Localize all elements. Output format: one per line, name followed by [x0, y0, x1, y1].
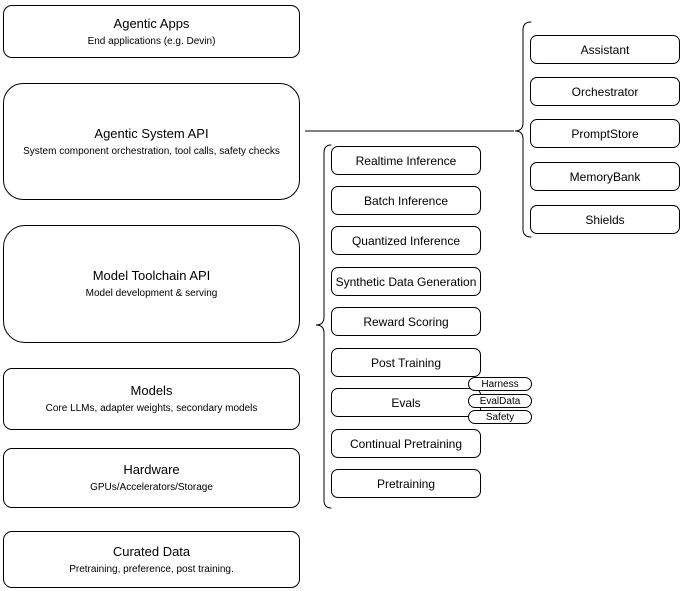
node-orchestrator: Orchestrator — [530, 77, 680, 106]
node-title: Model Toolchain API — [92, 268, 211, 283]
node-agentic-system-api: Agentic System API System component orch… — [3, 83, 300, 200]
node-models: Models Core LLMs, adapter weights, secon… — [3, 368, 300, 430]
node-title: Agentic System API — [94, 125, 209, 141]
node-pretraining: Pretraining — [331, 469, 481, 498]
tag-safety: Safety — [468, 410, 532, 424]
node-model-toolchain-api: Model Toolchain API Model development & … — [3, 225, 300, 343]
node-shields: Shields — [530, 205, 680, 234]
node-title: Curated Data — [112, 543, 191, 559]
brace-system-components — [514, 21, 532, 238]
node-realtime-inference: Realtime Inference — [331, 146, 481, 175]
node-subtitle: Model development & serving — [85, 288, 218, 299]
node-evals: Evals — [331, 388, 481, 417]
node-curated-data: Curated Data Pretraining, preference, po… — [3, 531, 300, 588]
node-subtitle: System component orchestration, tool cal… — [23, 145, 280, 157]
node-subtitle: Core LLMs, adapter weights, secondary mo… — [45, 403, 258, 414]
tag-harness: Harness — [468, 377, 532, 391]
node-hardware: Hardware GPUs/Accelerators/Storage — [3, 448, 300, 508]
brace-toolchain-components — [315, 144, 332, 509]
node-subtitle: Pretraining, preference, post training. — [69, 563, 234, 575]
node-quantized-inference: Quantized Inference — [331, 226, 481, 255]
node-batch-inference: Batch Inference — [331, 186, 481, 215]
node-agentic-apps: Agentic Apps End applications (e.g. Devi… — [3, 5, 300, 58]
node-title: Hardware — [123, 462, 180, 477]
node-post-training: Post Training — [331, 348, 481, 377]
node-memorybank: MemoryBank — [530, 162, 680, 191]
node-reward-scoring: Reward Scoring — [331, 307, 481, 336]
node-subtitle: End applications (e.g. Devin) — [87, 35, 216, 47]
node-title: Models — [130, 383, 173, 398]
node-subtitle: GPUs/Accelerators/Storage — [90, 482, 213, 493]
node-title: Agentic Apps — [113, 15, 190, 31]
node-assistant: Assistant — [530, 35, 680, 64]
node-continual-pretraining: Continual Pretraining — [331, 429, 481, 458]
node-synthetic-data-generation: Synthetic Data Generation — [331, 267, 481, 296]
node-promptstore: PromptStore — [530, 119, 680, 148]
tag-evaldata: EvalData — [468, 394, 532, 408]
